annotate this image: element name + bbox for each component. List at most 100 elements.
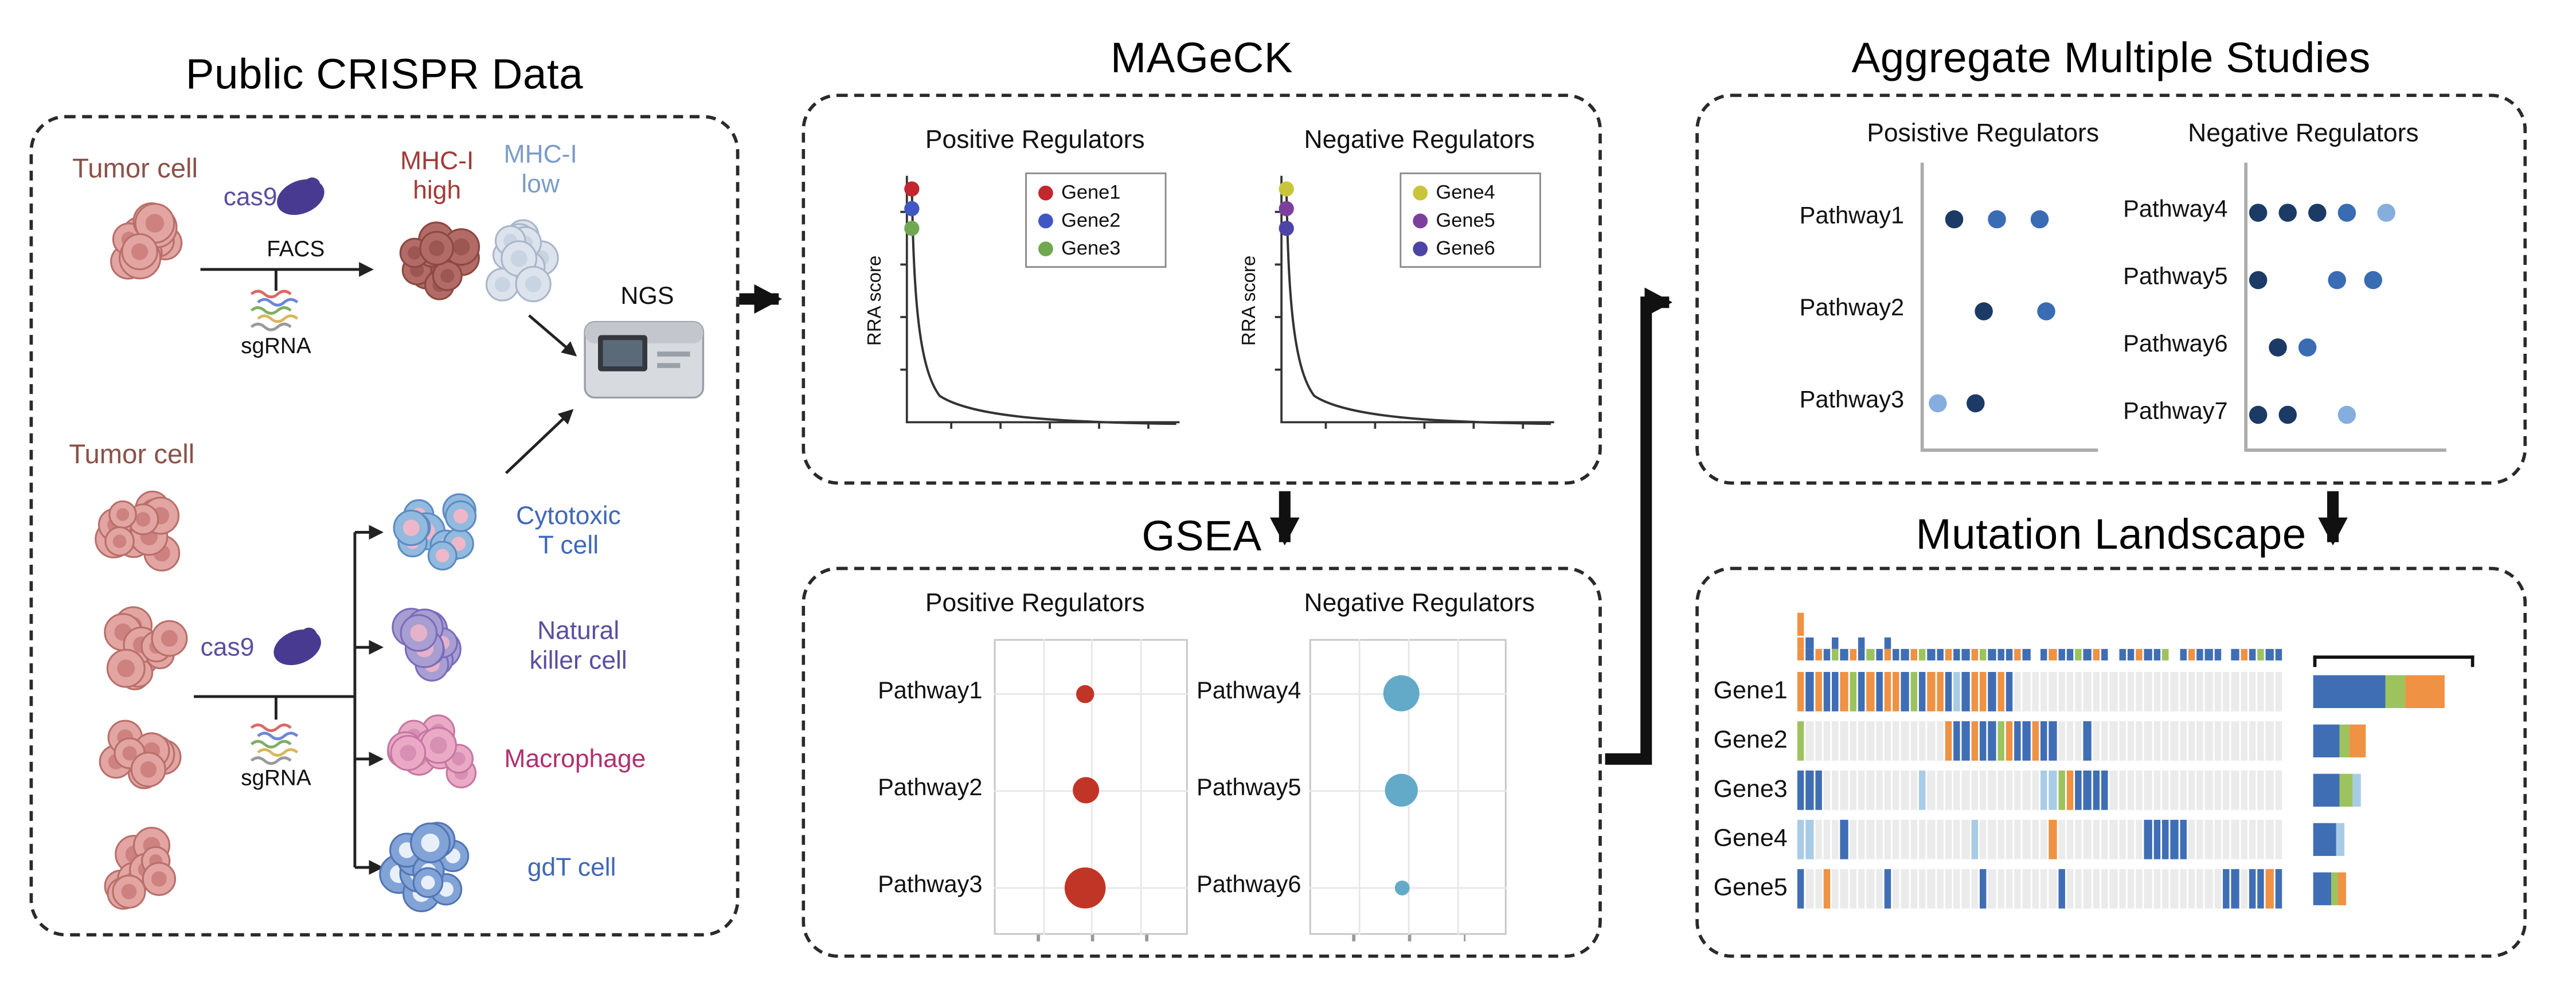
empty-cell — [2006, 819, 2013, 859]
mutation-cell — [2161, 819, 2170, 859]
cell-nucleus — [140, 761, 157, 778]
empty-cell — [2196, 721, 2204, 761]
top-bar-segment — [1953, 649, 1961, 662]
empty-cell — [2127, 869, 2135, 909]
legend-gene-label: Gene5 — [1436, 208, 1495, 232]
empty-cell — [2118, 819, 2126, 859]
empty-cell — [1867, 869, 1874, 909]
top-bar-segment — [1901, 649, 1909, 662]
study-dot — [2248, 270, 2266, 288]
plot-title: Positive Regulators — [925, 589, 1145, 618]
pathway-label: Pathway1 — [878, 678, 983, 705]
empty-cell — [2161, 770, 2170, 810]
mhc-low-line2: low — [521, 170, 560, 199]
top-bar-segment — [2205, 649, 2213, 662]
legend-gene-label: Gene2 — [1061, 208, 1121, 232]
study-dot — [2363, 270, 2382, 288]
panel-title-gsea: GSEA — [1142, 511, 1262, 561]
top-bar-segment — [1875, 649, 1883, 662]
rra-gene-dot — [1279, 221, 1294, 236]
rra-gene-dot — [1279, 181, 1294, 197]
empty-cell — [2144, 721, 2152, 761]
gdt-cell-label: gdT cell — [499, 854, 644, 884]
empty-cell — [1910, 869, 1917, 909]
top-bar-segment — [1928, 649, 1935, 662]
empty-cell — [1901, 770, 1909, 810]
top-bar-segment — [2266, 649, 2274, 662]
empty-cell — [1832, 770, 1839, 810]
pathway-label: Pathway1 — [1799, 204, 1905, 230]
empty-cell — [2223, 819, 2230, 859]
cell-type-line2: killer cell — [529, 647, 627, 675]
empty-cell — [2196, 869, 2204, 909]
empty-cell — [2205, 770, 2213, 810]
cas9-protein-icon — [277, 177, 325, 215]
empty-cell — [2257, 819, 2265, 859]
empty-cell — [2084, 819, 2091, 859]
empty-cell — [1988, 770, 1996, 810]
top-bar-segment — [2257, 649, 2265, 662]
cell-nucleus — [452, 752, 466, 766]
mutation-cell — [2223, 869, 2230, 909]
empty-cell — [1849, 869, 1856, 909]
legend-color-dot — [1038, 213, 1053, 228]
top-bar-segment — [1797, 649, 1805, 662]
top-bar-segment — [2188, 649, 2195, 662]
empty-cell — [2110, 770, 2117, 810]
frequency-bar-segment — [2339, 773, 2353, 807]
tumor-cell-cluster-4 — [99, 720, 182, 789]
axis-tick — [1145, 935, 1148, 941]
empty-cell — [1867, 770, 1874, 810]
empty-cell — [2075, 671, 2082, 712]
top-bar-segment — [1979, 649, 1987, 662]
empty-cell — [1840, 770, 1848, 810]
mhc-high-line1: MHC-I — [400, 147, 474, 176]
mutation-cell — [2101, 770, 2109, 810]
legend-entry: Gene1 — [1038, 181, 1155, 204]
panel-public-crispr-data: Tumor cell cas9 FACS MHC-I high MHC-I lo… — [29, 115, 740, 937]
enrichment-dot — [1394, 879, 1410, 895]
empty-cell — [2214, 721, 2222, 761]
tumor-cell-cluster-5 — [104, 827, 177, 910]
legend-color-dot — [1038, 185, 1053, 200]
gdt-cell-cluster — [379, 822, 470, 913]
top-bar-segment — [1893, 649, 1900, 662]
empty-cell — [1849, 770, 1856, 810]
mutation-cell — [2249, 869, 2256, 909]
top-bar-segment — [1884, 649, 1891, 662]
empty-cell — [1832, 721, 1839, 761]
top-bar-segment — [2049, 649, 2057, 662]
empty-cell — [2049, 671, 2057, 712]
top-bar-segment — [1797, 612, 1805, 624]
empty-cell — [2014, 770, 2022, 810]
frequency-bar-segment — [2339, 724, 2350, 757]
top-bar-segment — [1832, 637, 1839, 649]
empty-cell — [1997, 770, 2004, 810]
frequency-bar-segment — [2313, 773, 2340, 807]
legend-entry: Gene4 — [1413, 181, 1529, 204]
gridline-vertical — [1457, 639, 1459, 935]
top-bar-segment — [1910, 649, 1917, 662]
crispr-illustration — [95, 177, 705, 913]
empty-cell — [2240, 721, 2247, 761]
mutation-cell — [2257, 869, 2265, 909]
empty-cell — [2066, 819, 2074, 859]
empty-cell — [2214, 770, 2222, 810]
empty-cell — [1945, 770, 1952, 810]
empty-cell — [2092, 671, 2100, 712]
study-dot — [2030, 209, 2048, 228]
top-bar-segment — [1797, 637, 1805, 649]
empty-cell — [2075, 869, 2082, 909]
mutation-cell — [2049, 721, 2057, 761]
mutation-cell — [1997, 721, 2004, 761]
top-bar-segment — [1997, 649, 2004, 662]
empty-cell — [2144, 770, 2152, 810]
tumor-cell-label-top: Tumor cell — [72, 154, 198, 184]
mutation-cell — [1858, 671, 1866, 712]
empty-cell — [2014, 819, 2022, 859]
empty-cell — [2205, 819, 2213, 859]
study-dot — [1965, 393, 1984, 412]
